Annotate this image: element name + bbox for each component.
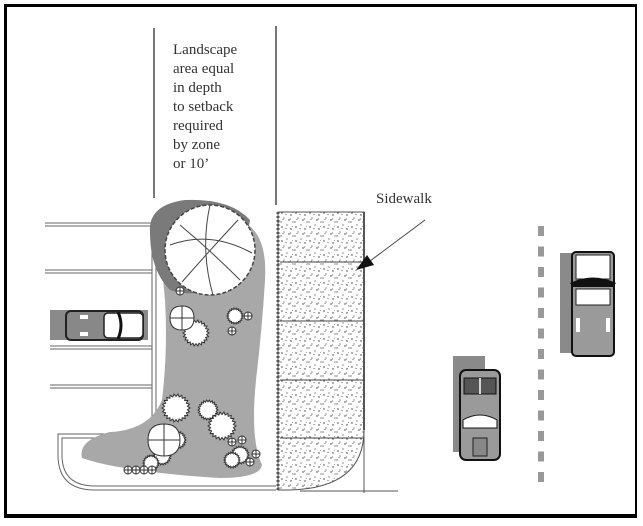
lane-dash — [538, 328, 544, 339]
road-centerline — [538, 226, 544, 482]
convertible-car — [453, 356, 501, 461]
sidewalk-label: Sidewalk — [376, 191, 432, 207]
small-shrub-icon — [237, 435, 247, 445]
small-shrub-icon — [123, 465, 133, 475]
small-shrub-icon — [251, 449, 261, 459]
small-shrub-icon — [227, 437, 237, 447]
landscape-label-line: area equal — [173, 61, 234, 77]
parking-lot — [45, 222, 276, 491]
landscape-label-line: Landscape — [173, 42, 237, 58]
small-shrub-icon — [175, 286, 185, 296]
lane-dash — [538, 226, 544, 236]
lane-dash — [538, 410, 544, 421]
lane-dash — [538, 431, 544, 441]
shrub-icon — [226, 307, 244, 325]
shrub-icon — [207, 411, 237, 441]
lane-dash — [538, 246, 544, 257]
parked-truck — [50, 310, 148, 341]
lane-dash — [538, 349, 544, 359]
landscape-label-line: required — [173, 118, 223, 134]
landscape-area-label: Landscape area equal in depth to setback… — [173, 42, 241, 172]
landscape-label-line: or 10’ — [173, 156, 209, 172]
landscape-label-line: to setback — [173, 99, 234, 115]
shrubs — [123, 286, 261, 475]
lane-dash — [538, 390, 544, 400]
small-shrub-icon — [243, 311, 253, 321]
sidewalk — [276, 211, 398, 493]
lane-dash — [538, 369, 544, 380]
flowering-shrub-icon — [147, 423, 181, 457]
shrub-icon — [161, 393, 191, 423]
small-shrub-icon — [147, 465, 157, 475]
lane-dash — [538, 451, 544, 462]
pickup-truck — [560, 251, 616, 357]
lane-dash — [538, 472, 544, 482]
small-shrub-icon — [139, 465, 149, 475]
small-shrub-icon — [245, 457, 255, 467]
lane-dash — [538, 308, 544, 318]
flowering-shrub-icon — [169, 305, 195, 331]
landscape-label-line: by zone — [173, 137, 220, 153]
lane-dash — [538, 267, 544, 277]
landscape-label-line: in depth — [173, 80, 222, 96]
shade-tree-icon — [164, 204, 256, 296]
lane-dash — [538, 287, 544, 298]
shrub-icon — [223, 451, 241, 469]
small-shrub-icon — [131, 465, 141, 475]
sidewalk-arrow-icon — [356, 219, 426, 270]
small-shrub-icon — [227, 326, 237, 336]
